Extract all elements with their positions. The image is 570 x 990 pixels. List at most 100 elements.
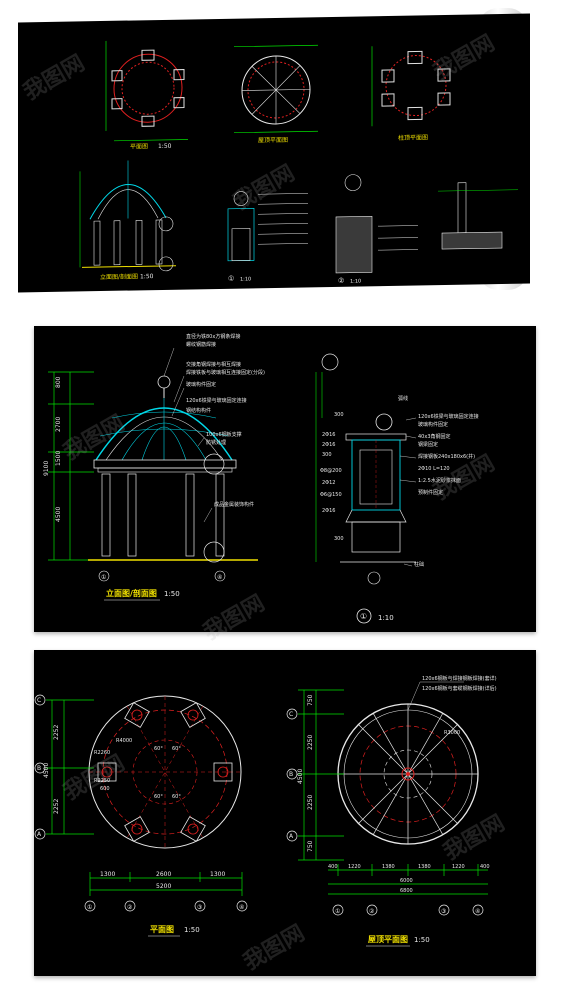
svg-text:60°: 60° <box>172 794 181 800</box>
floor-plan-dims <box>46 699 243 896</box>
svg-text:1:2.5水泥砂浆抹面: 1:2.5水泥砂浆抹面 <box>418 477 461 484</box>
elevation-mini-drawing <box>79 160 176 272</box>
svg-text:玻璃构件固定: 玻璃构件固定 <box>186 381 216 388</box>
dim-9100: 9100 <box>43 461 50 476</box>
svg-text:2250: 2250 <box>307 795 314 810</box>
svg-text:1380: 1380 <box>418 864 431 870</box>
plan-col-4: ④ <box>239 904 244 911</box>
svg-text:100x6钢板支撑: 100x6钢板支撑 <box>206 431 242 438</box>
svg-text:Φ6@150: Φ6@150 <box>320 492 342 498</box>
plan-scale: 1:50 <box>184 926 200 934</box>
plan-side-dim-2: 4500 <box>43 763 50 778</box>
svg-text:400: 400 <box>328 864 338 870</box>
floor-plan <box>88 695 242 849</box>
svg-text:300: 300 <box>334 412 344 418</box>
svg-text:60°: 60° <box>172 746 181 752</box>
roof-plan-label: 屋顶平面图 <box>258 137 288 145</box>
svg-text:钢梁固定: 钢梁固定 <box>418 441 438 448</box>
svg-text:60°: 60° <box>154 746 163 752</box>
svg-text:300: 300 <box>322 452 332 458</box>
roof-plan-title: 屋顶平面图 <box>368 934 408 944</box>
roof-side-dims: 750 2250 4500 2250 750 <box>297 694 314 852</box>
svg-text:4500: 4500 <box>297 769 304 784</box>
svg-text:400: 400 <box>480 864 490 870</box>
svg-text:2Φ12: 2Φ12 <box>322 480 335 486</box>
plan-row-c: C <box>37 697 41 704</box>
roof-plan-dims <box>298 689 488 895</box>
svg-text:防锈处理: 防锈处理 <box>206 439 226 446</box>
detail-2-mark: ② <box>338 277 344 285</box>
plan-side-dim-3: 2252 <box>53 799 60 814</box>
svg-text:1380: 1380 <box>382 864 395 870</box>
svg-text:2250: 2250 <box>307 735 314 750</box>
svg-text:玻璃构件固定: 玻璃构件固定 <box>418 421 448 428</box>
plan-bottom-dim-2: 2600 <box>156 871 171 878</box>
roof-col-1: ① <box>335 908 340 915</box>
svg-text:1220: 1220 <box>452 864 465 870</box>
plan-bottom-dim-total: 5200 <box>156 883 171 890</box>
svg-text:6000: 6000 <box>400 878 413 884</box>
svg-text:6800: 6800 <box>400 888 413 894</box>
svg-text:弧线: 弧线 <box>398 395 408 402</box>
roof-annotation-2: 120x6钢板与套缆钢板焊接(详后) <box>422 685 497 692</box>
plan-col-3: ③ <box>197 904 202 911</box>
plan-side-dim-1: 2252 <box>53 725 60 740</box>
roof-bottom-dims: 400 1220 1380 1380 1220 400 6000 6800 <box>328 864 490 894</box>
svg-text:交接角钢焊接与相互焊接: 交接角钢焊接与相互焊接 <box>186 361 241 368</box>
dim-2700: 2700 <box>55 417 62 432</box>
detail-leaders <box>399 417 417 567</box>
svg-text:成品金属装饰构件: 成品金属装饰构件 <box>214 501 254 508</box>
svg-text:750: 750 <box>307 840 314 852</box>
detail-1-mark: ① <box>228 275 234 283</box>
detail-2-scale: 1:10 <box>350 278 361 284</box>
roof-inner-radius: R3000 <box>444 730 460 736</box>
roof-marks <box>286 708 484 916</box>
elevation-title: 立面图/剖面图 <box>106 588 157 598</box>
svg-text:600: 600 <box>100 786 110 792</box>
plan-row-b: B <box>37 765 41 772</box>
svg-text:焊接铁板与玻璃相互连接固定(分段): 焊接铁板与玻璃相互连接固定(分段) <box>186 369 265 376</box>
detail-annotations: 弧线 120x6铁梁与玻璃固定连接 玻璃构件固定 40x3角钢固定 钢梁固定 焊… <box>398 395 479 568</box>
roof-row-c: C <box>289 711 293 718</box>
svg-text:R2260: R2260 <box>94 750 110 756</box>
svg-text:R4000: R4000 <box>116 738 132 744</box>
svg-text:预制件固定: 预制件固定 <box>418 489 443 496</box>
svg-text:120x6铁梁与玻璃固定连接: 120x6铁梁与玻璃固定连接 <box>186 397 247 404</box>
dim-1500: 1500 <box>55 451 62 466</box>
elevation-section-sheet: 800 2700 1500 4500 9100 <box>34 326 536 632</box>
plan-row-a: A <box>37 831 42 838</box>
svg-text:2Φ16: 2Φ16 <box>322 508 335 514</box>
roof-row-a: A <box>289 833 294 840</box>
svg-text:300: 300 <box>334 536 344 542</box>
svg-text:钢结构构件: 钢结构构件 <box>186 407 211 414</box>
dim-4500: 4500 <box>55 507 62 522</box>
plan-scale: 1:50 <box>158 143 172 150</box>
svg-text:1220: 1220 <box>348 864 361 870</box>
svg-text:直径为铁80x方钢条焊接: 直径为铁80x方钢条焊接 <box>186 333 240 340</box>
axis-mark-4: ④ <box>217 574 222 581</box>
roof-annotation-1: 120x6钢板与焊接钢板焊接(套详) <box>422 675 497 682</box>
plan-title: 平面图 <box>150 925 174 934</box>
elevation-annotations: 直径为铁80x方钢条焊接 螺纹钢筋焊接 交接角钢焊接与相互焊接 焊接铁板与玻璃相… <box>186 333 265 508</box>
detail-mark: ① <box>360 612 367 621</box>
elevation-scale: 1:50 <box>164 590 180 598</box>
detail-dimensions: 300 2Φ16 2Φ16 300 Φ8@200 2Φ12 Φ6@150 2Φ1… <box>320 412 344 542</box>
detail-1-scale: 1:10 <box>240 276 251 282</box>
elevation-label: 立面图/剖面图 <box>100 272 138 281</box>
plan-label: 平面图 <box>130 143 148 150</box>
roof-plan-scale: 1:50 <box>414 936 430 944</box>
svg-text:柱础: 柱础 <box>414 561 424 568</box>
roof-col-2: ② <box>369 908 375 915</box>
svg-text:60°: 60° <box>154 794 163 800</box>
roof-plan-drawing <box>234 44 318 134</box>
roof-plan <box>337 703 479 845</box>
svg-text:螺纹钢筋焊接: 螺纹钢筋焊接 <box>186 341 216 348</box>
left-dimension-lines <box>48 371 94 561</box>
detail-1-mini-drawing <box>227 191 308 262</box>
elevation-scale: 1:50 <box>140 273 154 280</box>
svg-text:2Φ16: 2Φ16 <box>322 432 335 438</box>
roof-col-4: ④ <box>475 908 480 915</box>
svg-text:焊接钢板240x180x6(井): 焊接钢板240x180x6(井) <box>418 453 475 460</box>
floor-plan-inner-labels: R4000 60° 60° 60° 60° 600 R2260 R2250 <box>94 738 181 800</box>
svg-text:R2250: R2250 <box>94 778 110 784</box>
